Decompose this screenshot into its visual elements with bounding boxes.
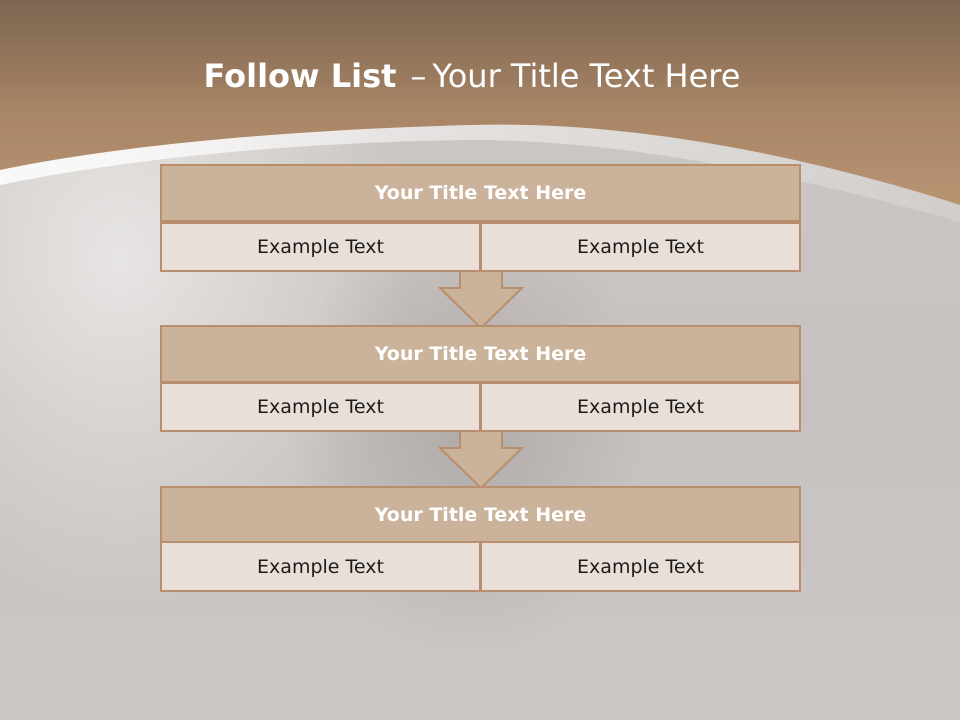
slide-title: Follow List–Your Title Text Here bbox=[0, 56, 944, 96]
slide-title-dash: – bbox=[410, 57, 427, 95]
down-arrow-icon bbox=[438, 270, 524, 330]
slide-title-rest: Your Title Text Here bbox=[432, 57, 741, 95]
step-title-2: Your Title Text Here bbox=[160, 325, 801, 383]
step-title-1: Your Title Text Here bbox=[160, 164, 801, 222]
step-3-right-cell: Example Text bbox=[480, 541, 801, 592]
step-3-left-cell: Example Text bbox=[160, 541, 481, 592]
step-block-3: Your Title Text Here Example Text Exampl… bbox=[160, 486, 801, 592]
step-1-left-cell: Example Text bbox=[160, 222, 481, 272]
step-1-right-cell: Example Text bbox=[480, 222, 801, 272]
step-2-right-cell: Example Text bbox=[480, 382, 801, 432]
slide-title-bold: Follow List bbox=[203, 57, 397, 95]
step-block-1: Your Title Text Here Example Text Exampl… bbox=[160, 164, 801, 272]
step-block-2: Your Title Text Here Example Text Exampl… bbox=[160, 325, 801, 433]
step-2-left-cell: Example Text bbox=[160, 382, 481, 432]
step-title-3: Your Title Text Here bbox=[160, 486, 801, 543]
down-arrow-icon bbox=[438, 430, 524, 490]
